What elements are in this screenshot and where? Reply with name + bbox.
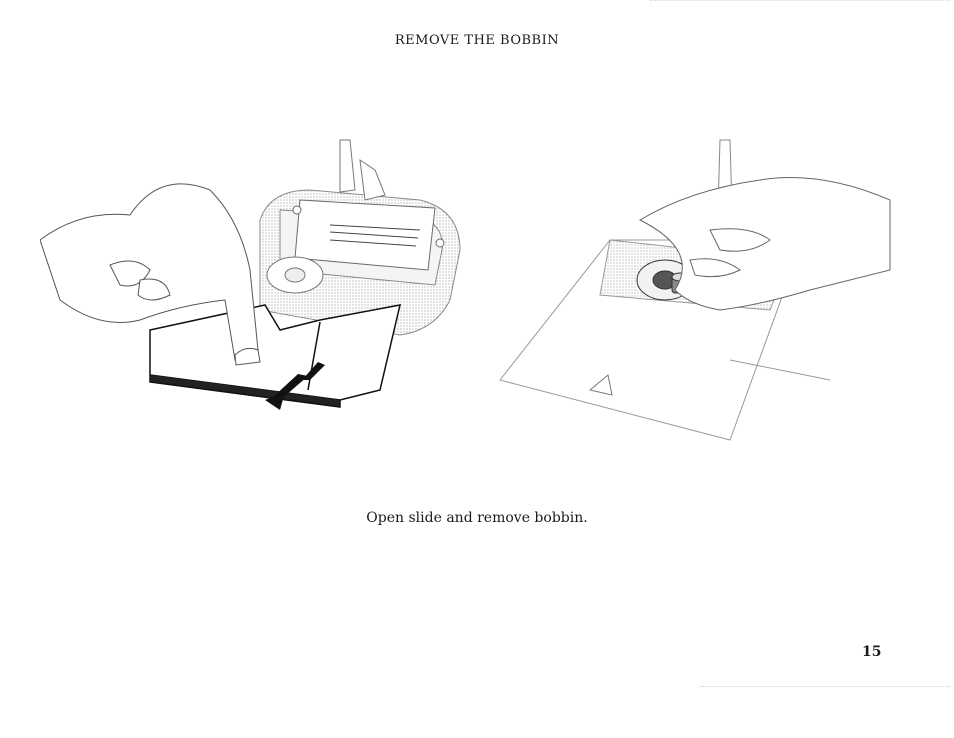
remove-bobbin-illustration <box>490 130 950 450</box>
presser-foot <box>340 140 385 200</box>
page-edge-top <box>650 0 950 1</box>
page-edge-bottom <box>700 686 950 687</box>
page-title: REMOVE THE BOBBIN <box>0 33 954 48</box>
bobbin-case <box>267 257 323 293</box>
needle-plate <box>293 200 444 270</box>
instruction-caption: Open slide and remove bobbin. <box>0 510 954 526</box>
open-slide-illustration <box>40 130 480 430</box>
page-number: 15 <box>862 644 881 660</box>
slide-plate <box>150 305 400 407</box>
hand-illustration <box>640 178 890 311</box>
